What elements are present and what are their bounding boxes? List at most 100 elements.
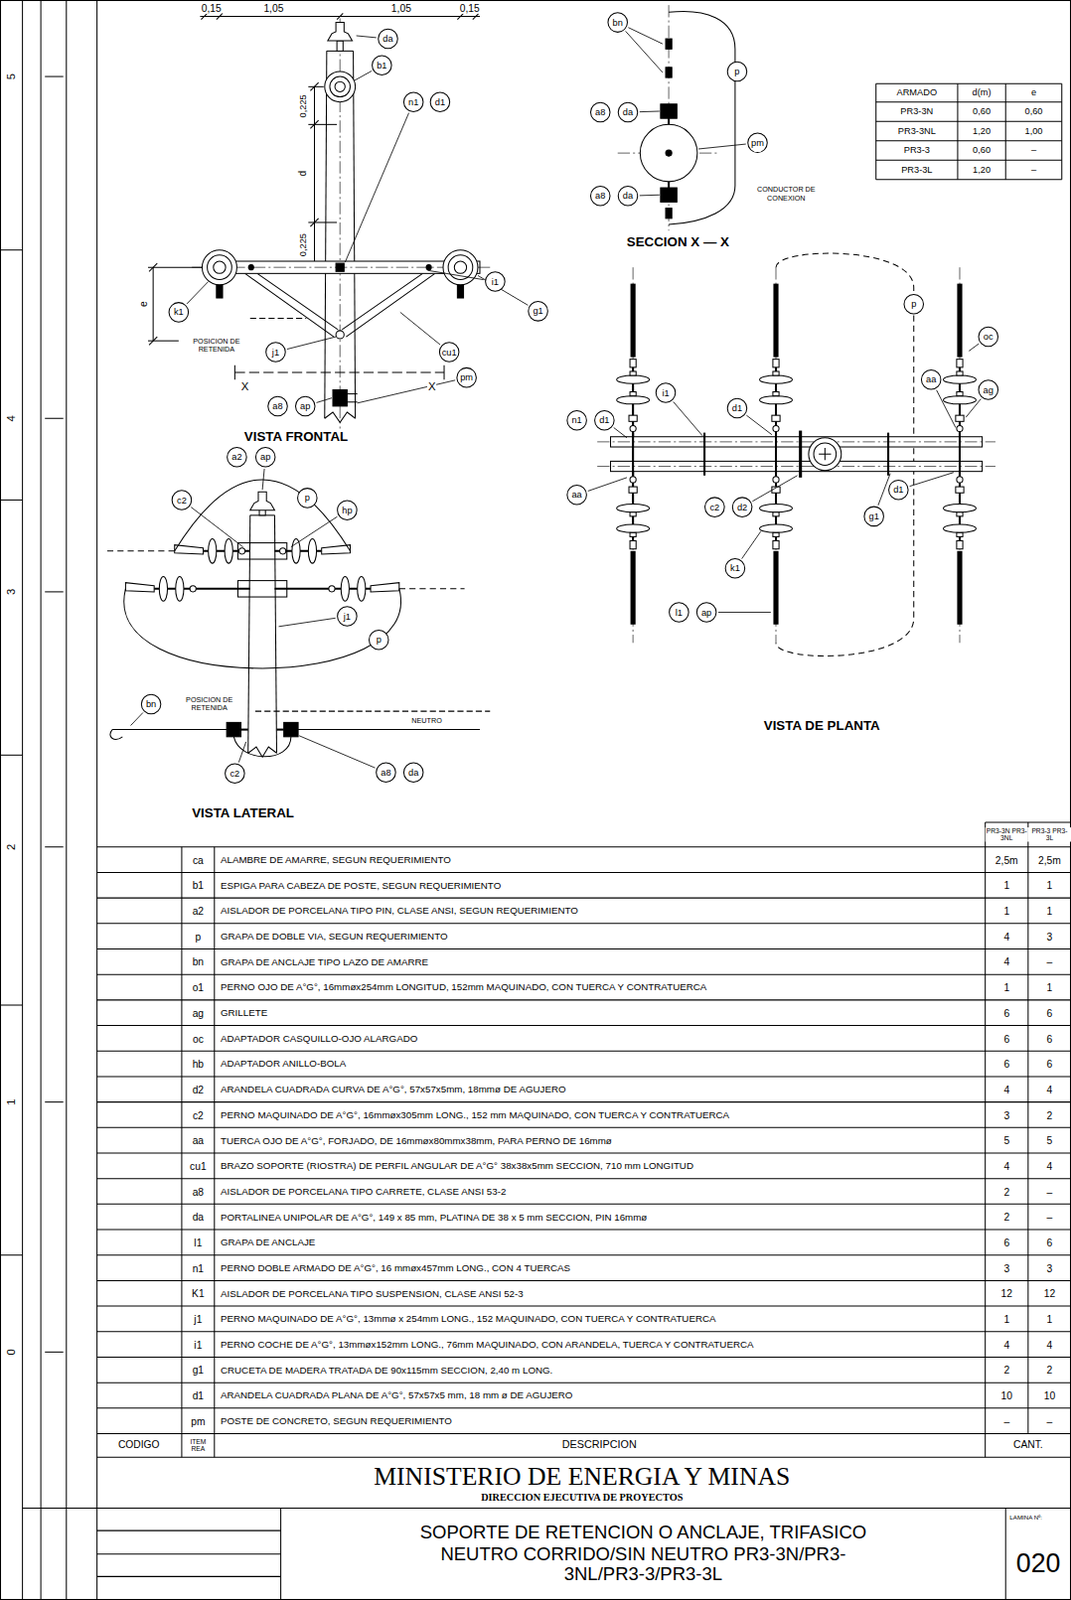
callout-bubble: p (727, 61, 749, 83)
drawing-label: g1 (191, 1365, 205, 1377)
table-rule (97, 1075, 1071, 1077)
table-text: ARANDELA CUADRADA CURVA DE A°G°, 57x57x5… (220, 1083, 567, 1095)
drawing-label: ag (191, 1007, 205, 1019)
leader-line (613, 428, 627, 439)
callout-bubble: pm (456, 367, 477, 389)
drawing-label: CONDUCTOR DE CONEXION (753, 185, 819, 202)
drawing-label: DESCRIPCION (561, 1439, 638, 1452)
table-rule (97, 1127, 1071, 1129)
socket-eye (772, 541, 779, 550)
eye-nut (772, 425, 779, 432)
drawing-label: i1 (192, 1339, 203, 1351)
leader-line (673, 402, 703, 437)
table-rule (97, 1331, 1071, 1333)
drawing-label: 2 (1046, 1365, 1055, 1377)
callout-bubble: c2 (704, 496, 726, 518)
drawing-label: 2 (1002, 1365, 1011, 1377)
suspension-insulator (760, 396, 793, 405)
table-rule (1005, 83, 1007, 180)
drawing-label: 2,5m (1037, 854, 1063, 866)
neutral-conductor (112, 729, 227, 731)
drawing-label: bn (191, 956, 205, 968)
drawing-label: DIRECCION EJECUTIVA DE PROYECTOS (479, 1492, 684, 1504)
drawing-label: VISTA DE PLANTA (763, 719, 882, 735)
leader-line (698, 144, 747, 150)
callout-bubble: i1 (655, 382, 677, 404)
drawing-label: o1 (191, 981, 205, 993)
insulator-cap (956, 371, 963, 376)
insulator-cap (629, 392, 636, 397)
table-rule (180, 847, 182, 1458)
drawing-label: VISTA FRONTAL (243, 429, 349, 445)
pole-outline (324, 50, 327, 419)
callout-bubble: da (377, 28, 399, 50)
hardware (274, 588, 371, 591)
drawing-label: PR3-3L (900, 164, 933, 175)
margin-tick (44, 591, 63, 593)
brace (345, 273, 435, 337)
callout-bubble: k1 (168, 302, 190, 323)
drawing-label: NEUTRO (410, 716, 443, 725)
leader-line (291, 516, 338, 548)
anchor-clamp (665, 38, 672, 49)
drawing-label: 5 (1002, 1134, 1011, 1146)
drawing-label: ca (191, 854, 205, 866)
eye-nut (772, 476, 779, 483)
table-text: LAMINA Nº: (1009, 1514, 1043, 1522)
pole-top-pin (329, 76, 351, 98)
drawing-label: oc (191, 1033, 205, 1045)
drawing-label: 4 (1002, 1083, 1011, 1095)
drawing-label: 2,5m (994, 854, 1020, 866)
drawing-label: PR3-3N (899, 106, 934, 117)
table-text: TUERCA OJO DE A°G°, FORJADO, DE 16mmøx80… (220, 1135, 612, 1147)
drawing-label: 1 (1046, 1313, 1055, 1325)
grid-index: 5 (4, 73, 17, 80)
drawing-label: CANT. (1012, 1439, 1045, 1451)
margin-tick (44, 1352, 63, 1354)
insulator-cap (629, 532, 636, 537)
suspension-insulator (340, 576, 349, 602)
leader-line (936, 390, 956, 429)
table-text: PERNO OJO DE A°G°, 16mmøx254mm LONGITUD,… (220, 982, 707, 994)
table-rule (213, 847, 215, 1458)
table-rule (97, 1357, 1071, 1359)
spool-bracket (346, 401, 357, 403)
jumper-conductor (174, 479, 351, 552)
drawing-label: CODIGO (117, 1439, 161, 1451)
machine-bolt (335, 330, 344, 339)
table-rule (876, 83, 1063, 85)
callout-bubble: a2 (226, 447, 248, 468)
suspension-insulator (443, 250, 478, 286)
drawing-label: 0,15 (200, 2, 223, 14)
drawing-label: aa (191, 1134, 205, 1146)
callout-bubble: cu1 (439, 341, 460, 363)
anchor-clamp (665, 67, 672, 78)
drawing-label: 6 (1002, 1236, 1011, 1248)
suspension-insulator (943, 524, 977, 533)
callout-bubble: n1 (566, 410, 588, 432)
anchor-clamp (174, 545, 204, 555)
drawing-label: c2 (191, 1109, 205, 1121)
drawing-label: hb (191, 1058, 205, 1070)
anchor-clamp (956, 551, 962, 625)
suspension-insulator (616, 396, 650, 405)
drawing-label: 2 (1002, 1212, 1011, 1224)
table-text: POSTE DE CONCRETO, SEGUN REQUERIMIENTO (220, 1415, 453, 1427)
table-rule (97, 1178, 1071, 1180)
drawing-label: – (1046, 956, 1055, 968)
leader-line (316, 398, 332, 404)
table-text: GRILLETE (220, 1007, 268, 1019)
dimension-tick (457, 12, 463, 19)
table-rule (97, 1306, 1071, 1308)
suspension-insulator (943, 375, 977, 384)
hardware (153, 588, 251, 591)
insulator-cap (772, 512, 779, 517)
drawing-label: 0,60 (971, 106, 992, 117)
anchor-clamp (630, 284, 636, 358)
pole-center (824, 448, 826, 460)
drawing-label: 0,225 (299, 232, 309, 258)
table-rule (97, 1407, 1071, 1409)
break-line (324, 412, 356, 423)
